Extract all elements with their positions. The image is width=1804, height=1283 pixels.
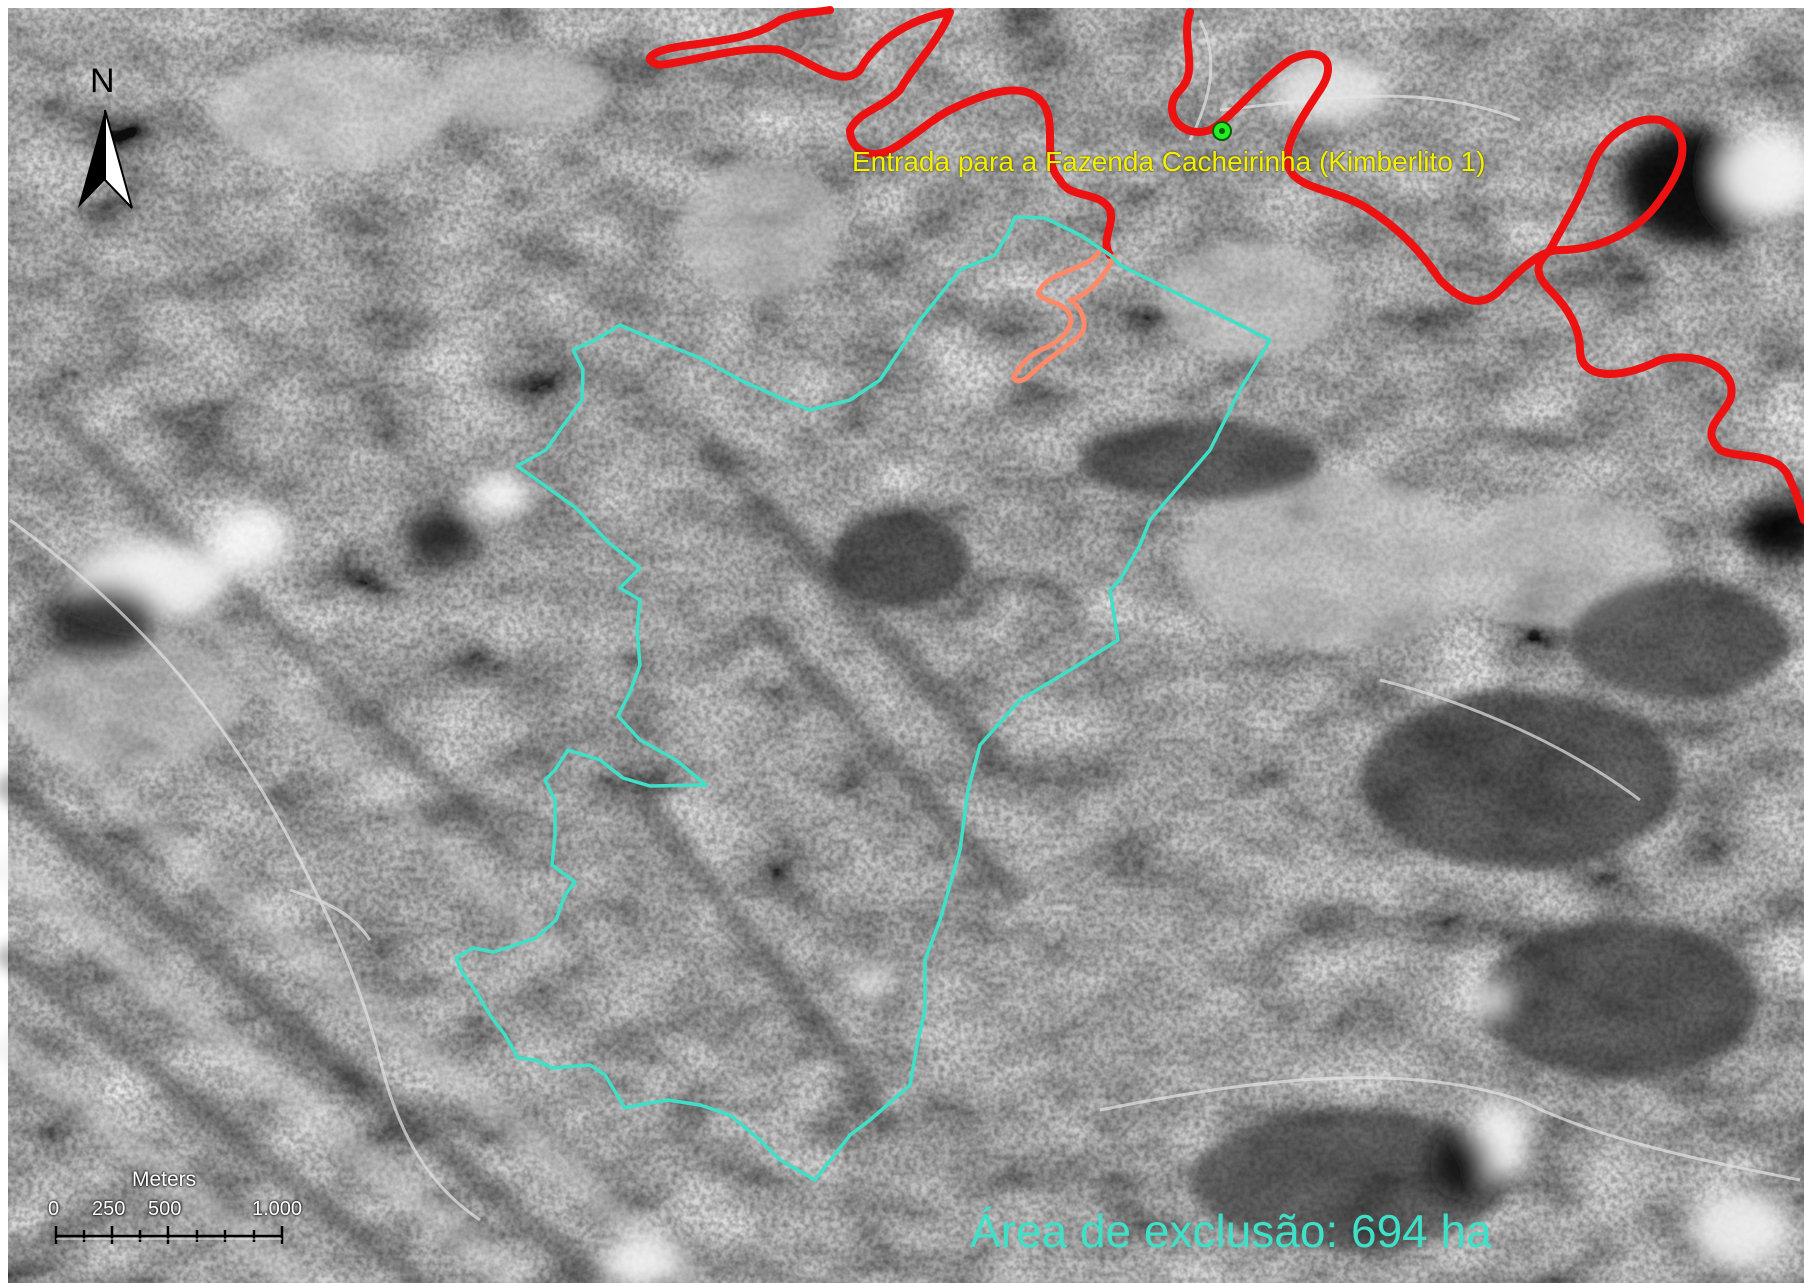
exclusion-area-boundary	[454, 215, 1272, 1182]
access-road-corridor	[1011, 248, 1118, 384]
scale-bar-units: Meters	[132, 1168, 197, 1191]
field-patches	[20, 50, 1670, 770]
scale-tick-250: 250	[92, 1198, 126, 1220]
scale-tick-0: 0	[48, 1198, 60, 1220]
clouds	[40, 55, 1804, 1283]
north-arrow-icon	[78, 109, 133, 209]
forest-patches	[830, 420, 1790, 1250]
entrance-point-icon[interactable]	[1212, 121, 1232, 141]
scale-bar-graphic	[54, 1226, 284, 1244]
entrance-place-label: Entrada para a Fazenda Cacheirinha (Kimb…	[852, 146, 1486, 177]
roads	[9, 19, 1801, 1222]
exclusion-area-label: Área de exclusão: 694 ha	[970, 1205, 1492, 1257]
scale-tick-500: 500	[148, 1198, 182, 1220]
scale-tick-1000: 1.000	[252, 1198, 303, 1220]
north-label: N	[90, 62, 115, 100]
ridge-bands	[0, 413, 1029, 1283]
red-boundary-line	[646, 6, 1804, 524]
